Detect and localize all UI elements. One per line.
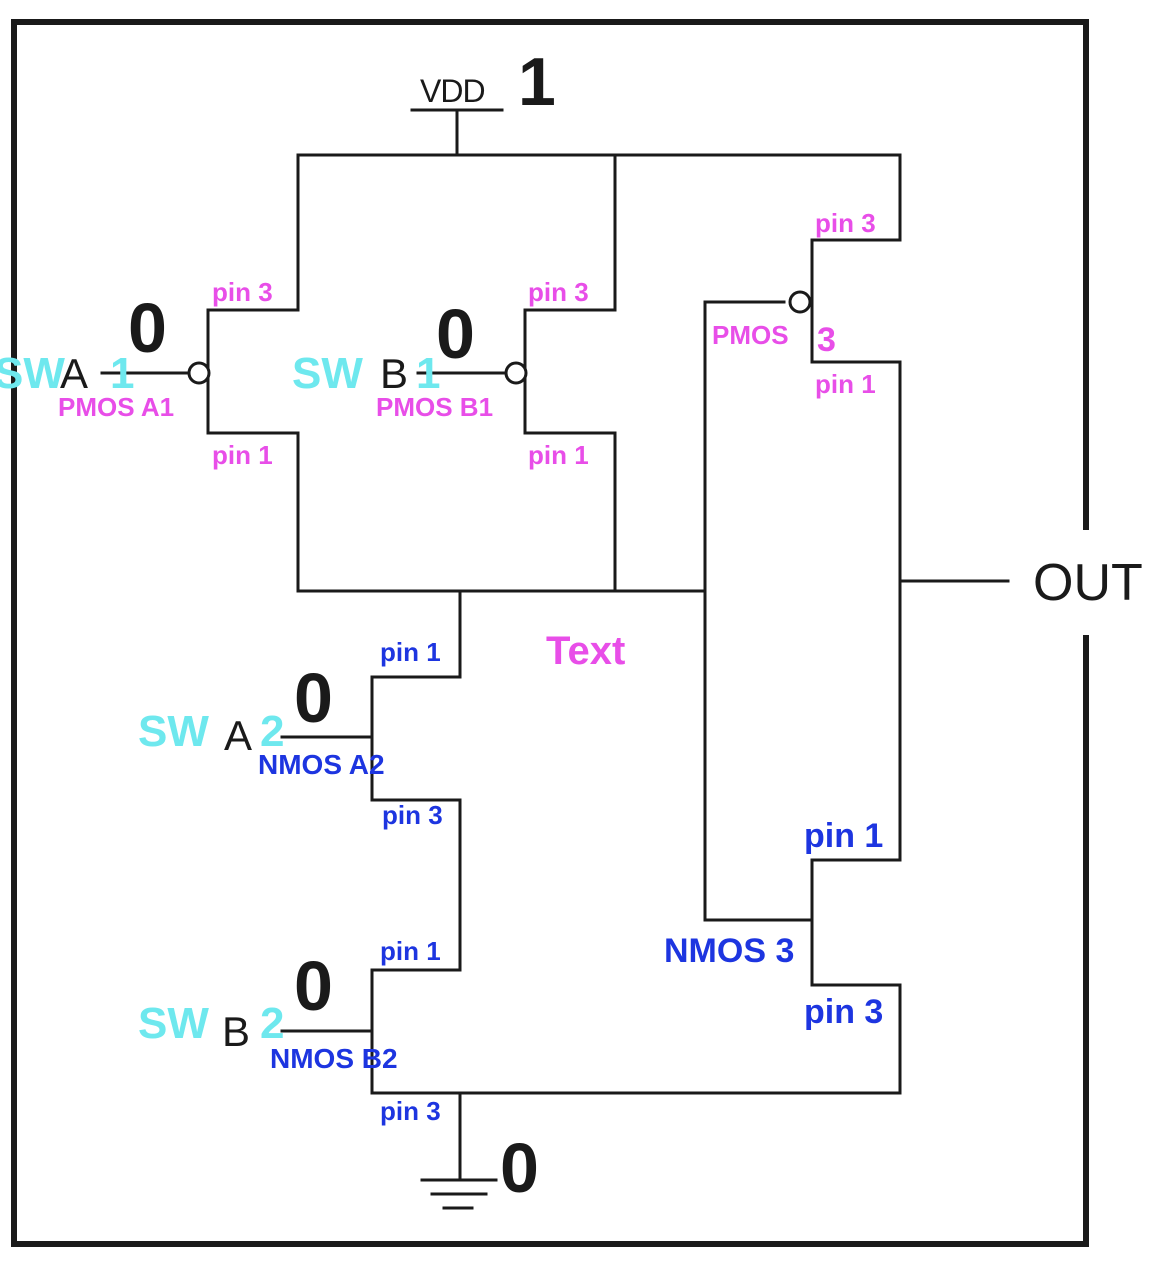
nmos-a2-name: NMOS A2 xyxy=(258,749,385,780)
pmos-a1-state: 0 xyxy=(128,289,167,367)
nmos-b2-transistor xyxy=(280,968,374,1095)
pmos-3-gate-bubble xyxy=(788,290,812,314)
nmos-a2-transistor xyxy=(280,589,462,972)
vdd-label: VDD xyxy=(420,73,485,109)
nmos-a2-input-label: A xyxy=(224,712,252,759)
pmos-3-pin3-label: pin 3 xyxy=(815,208,876,238)
nmos-b2-switch-label: SW xyxy=(138,999,209,1048)
pmos-b1-switch-label: SW xyxy=(292,349,363,398)
nmos-b2-input-label: B xyxy=(222,1008,250,1055)
output-label-gap xyxy=(1076,530,1096,635)
pmos-a1-pin3-label: pin 3 xyxy=(212,277,273,307)
pmos-b1-name: PMOS B1 xyxy=(376,392,493,422)
nmos-b2-name: NMOS B2 xyxy=(270,1043,398,1074)
nmos-a2-state: 0 xyxy=(294,659,333,737)
pmos-a1-switch-label: SW xyxy=(0,349,65,398)
pmos-3-number: 3 xyxy=(817,321,836,359)
pmos-b1-pin1-label: pin 1 xyxy=(528,440,589,470)
pmos-b1-pin3-label: pin 3 xyxy=(528,277,589,307)
pmos-a1-transistor xyxy=(100,153,300,593)
output-label: OUT xyxy=(1033,554,1143,612)
pmos-a1-pin1-label: pin 1 xyxy=(212,440,273,470)
nmos-b2-state: 0 xyxy=(294,947,333,1025)
pmos-a1-name: PMOS A1 xyxy=(58,392,174,422)
nmos-a2-switch-label: SW xyxy=(138,707,209,756)
pmos-3-pin1-label: pin 1 xyxy=(815,369,876,399)
pmos-a1-switch-number: 1 xyxy=(110,349,134,398)
nmos-a2-pin1-label: pin 1 xyxy=(380,637,441,667)
nmos-3-pin3-label: pin 3 xyxy=(804,993,883,1031)
nmos-a2-pin3-label: pin 3 xyxy=(382,800,443,830)
nmos-3-pin1-label: pin 1 xyxy=(804,817,883,855)
ground-icon xyxy=(420,1178,498,1210)
pmos-a1-input-label: A xyxy=(60,350,88,397)
pmos-b1-transistor xyxy=(416,153,617,593)
pmos-b1-switch-number: 1 xyxy=(416,349,440,398)
pmos-3-name: PMOS xyxy=(712,320,789,350)
nmos-b2-switch-number: 2 xyxy=(260,999,284,1048)
nmos-3-transistor xyxy=(703,589,902,1095)
pmos-b1-state: 0 xyxy=(436,295,475,373)
nmos-b2-pin3-label: pin 3 xyxy=(380,1096,441,1126)
nmos-a2-switch-number: 2 xyxy=(260,707,284,756)
nmos-b2-pin1-label: pin 1 xyxy=(380,936,441,966)
pmos-a1-gate-bubble xyxy=(187,361,211,385)
vdd-value: 1 xyxy=(518,44,556,120)
pmos-b1-input-label: B xyxy=(380,350,408,397)
pmos-3-transistor xyxy=(703,153,902,862)
center-text-label: Text xyxy=(546,629,625,673)
pmos-b1-gate-bubble xyxy=(504,361,528,385)
nmos-3-name: NMOS 3 xyxy=(664,932,794,970)
ground-value: 0 xyxy=(500,1129,539,1207)
